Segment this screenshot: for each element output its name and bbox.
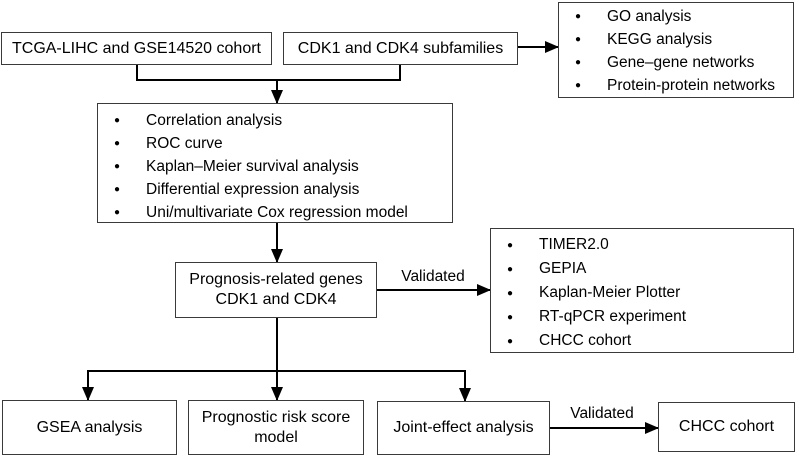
box-joint-effect: Joint-effect analysis [377, 401, 550, 455]
bullet-icon: ● [507, 287, 514, 299]
bullet-icon: ● [575, 11, 582, 22]
box-prognosis-line1: Prognosis-related genes [189, 271, 363, 289]
list-item: ● TIMER2.0 [501, 233, 789, 257]
list-item-label: GEPIA [539, 260, 587, 277]
box-subfamilies-label: CDK1 and CDK4 subfamilies [297, 39, 504, 57]
bullet-icon: ● [114, 161, 121, 172]
list-item: ● RT-qPCR experiment [501, 305, 789, 329]
list-item: ● Correlation analysis [108, 109, 448, 132]
list-item: ● CHCC cohort [501, 329, 789, 353]
bullet-icon: ● [114, 138, 121, 149]
bullet-icon: ● [114, 184, 121, 195]
list-item-label: KEGG analysis [607, 30, 713, 48]
list-item: ● Uni/multivariate Cox regression model [108, 201, 448, 224]
box-enrichment: ● GO analysis ● KEGG analysis ● Gene–gen… [558, 2, 794, 98]
box-risk-model: Prognostic risk score model [188, 400, 364, 455]
bullet-icon: ● [114, 115, 121, 126]
box-chcc-validation-label: CHCC cohort [678, 418, 775, 436]
box-cohort: TCGA-LIHC and GSE14520 cohort [1, 32, 272, 65]
list-item: ● GO analysis [569, 5, 789, 28]
list-item: ● ROC curve [108, 132, 448, 155]
box-joint-effect-label: Joint-effect analysis [393, 419, 534, 437]
edge-label-validated-bottom: Validated [570, 405, 634, 422]
box-prognosis: Prognosis-related genes CDK1 and CDK4 [175, 262, 377, 318]
list-item-label: Gene–gene networks [607, 53, 755, 71]
box-validation-tools: ● TIMER2.0 ● GEPIA ● Kaplan-Meier Plotte… [490, 228, 794, 353]
list-item-label: RT-qPCR experiment [539, 308, 687, 325]
box-prognosis-line2: CDK1 and CDK4 [215, 291, 337, 308]
list-item-label: Differential expression analysis [146, 180, 360, 198]
box-risk-model-line2: model [254, 428, 298, 446]
bullet-icon: ● [507, 263, 514, 275]
edge-label-validated-top: Validated [401, 268, 465, 285]
list-item-label: Kaplan–Meier survival analysis [146, 157, 359, 175]
box-subfamilies: CDK1 and CDK4 subfamilies [283, 32, 518, 65]
list-item-label: TIMER2.0 [539, 236, 609, 253]
bullet-icon: ● [507, 335, 514, 347]
box-analyses: ● Correlation analysis ● ROC curve ● Kap… [97, 103, 453, 223]
list-item: ● KEGG analysis [569, 28, 789, 51]
bullet-icon: ● [507, 311, 514, 323]
box-cohort-label: TCGA-LIHC and GSE14520 cohort [11, 39, 261, 57]
box-risk-model-line1: Prognostic risk score [201, 408, 351, 426]
list-item-label: Uni/multivariate Cox regression model [146, 203, 408, 221]
list-item-label: Protein-protein networks [607, 76, 775, 94]
list-item: ● Differential expression analysis [108, 178, 448, 201]
list-item-label: Correlation analysis [146, 111, 283, 129]
list-item: ● Protein-protein networks [569, 74, 789, 97]
box-gsea: GSEA analysis [2, 400, 177, 455]
bullet-icon: ● [507, 239, 514, 251]
list-item-label: CHCC cohort [539, 332, 632, 349]
bullet-icon: ● [575, 57, 582, 68]
box-gsea-label: GSEA analysis [36, 418, 143, 436]
list-item: ● Gene–gene networks [569, 51, 789, 74]
list-item-label: ROC curve [146, 134, 223, 152]
list-item: ● Kaplan-Meier Plotter [501, 281, 789, 305]
list-item-label: Kaplan-Meier Plotter [539, 284, 681, 301]
bullet-icon: ● [575, 80, 582, 91]
box-chcc-validation: CHCC cohort [658, 402, 795, 452]
bullet-icon: ● [114, 207, 121, 218]
list-item-label: GO analysis [607, 7, 692, 25]
connector-cohort-subfamilies-merge [136, 65, 401, 81]
connector-prognosis-branch [88, 318, 465, 372]
list-item: ● Kaplan–Meier survival analysis [108, 155, 448, 178]
bullet-icon: ● [575, 34, 582, 45]
list-item: ● GEPIA [501, 257, 789, 281]
